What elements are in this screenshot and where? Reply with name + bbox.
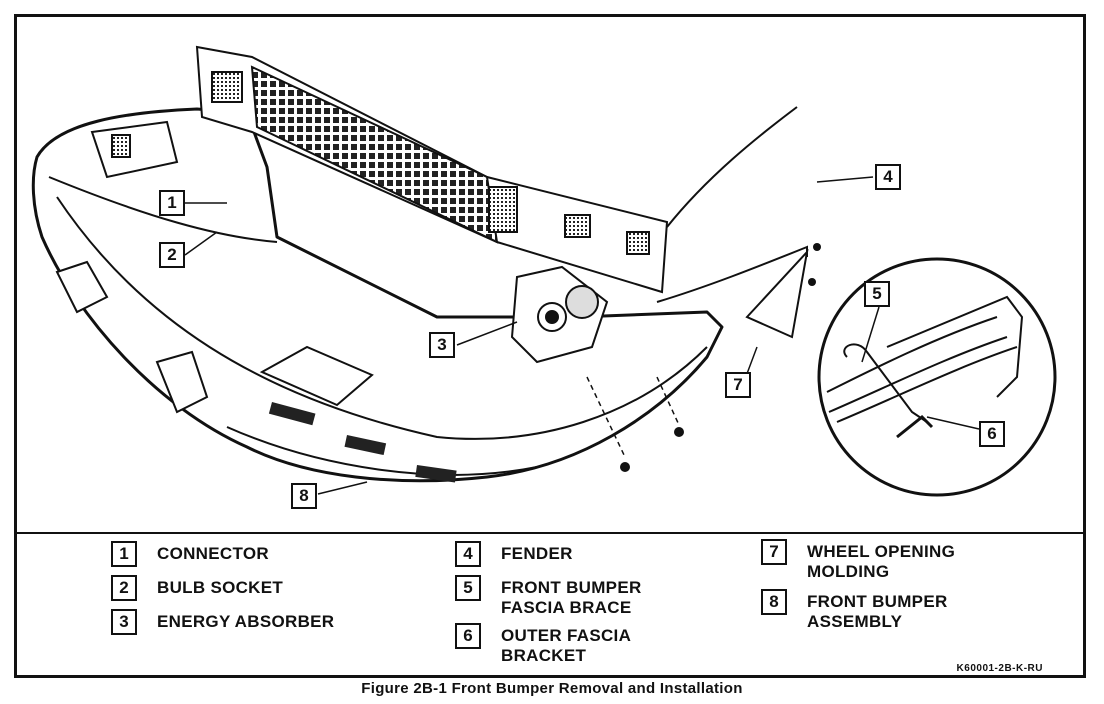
callout-5: 5: [864, 281, 890, 307]
legend-item-front-bumper-fascia-brace: 5 FRONT BUMPER FASCIA BRACE: [455, 575, 642, 618]
legend-item-wheel-opening-molding: 7 WHEEL OPENING MOLDING: [761, 539, 955, 582]
leader-lines: [184, 176, 980, 495]
callout-8: 8: [291, 483, 317, 509]
legend-label: FRONT BUMPER ASSEMBLY: [807, 592, 948, 631]
callout-7: 7: [725, 372, 751, 398]
callout-6: 6: [979, 421, 1005, 447]
legend-item-energy-absorber: 3 ENERGY ABSORBER: [111, 609, 334, 635]
hood-edge: [656, 245, 808, 303]
legend-num: 4: [455, 541, 481, 567]
left-lamp-housing: [90, 120, 179, 179]
legend-num: 6: [455, 623, 481, 649]
legend-item-front-bumper-assembly: 8 FRONT BUMPER ASSEMBLY: [761, 589, 948, 632]
legend-label: OUTER FASCIA BRACKET: [501, 626, 632, 665]
bumper-illustration: [31, 45, 1057, 497]
bumper-guard: [55, 260, 209, 414]
fascia-lower-lip: [226, 426, 538, 476]
figure-caption: Figure 2B-1 Front Bumper Removal and Ins…: [361, 680, 743, 697]
legend-divider: [17, 532, 1083, 534]
license-plate-pad: [259, 345, 374, 407]
legend-item-connector: 1 CONNECTOR: [111, 541, 269, 567]
header-panel: [195, 45, 669, 294]
legend-label: FENDER: [501, 544, 573, 563]
legend-label: WHEEL OPENING MOLDING: [807, 542, 956, 581]
callout-4: 4: [875, 164, 901, 190]
legend-num: 1: [111, 541, 137, 567]
callout-1: 1: [159, 190, 185, 216]
callout-2: 2: [159, 242, 185, 268]
figure-frame: 1 2 3 4 5 6 7 8 1 CONNECTOR 2 BULB SOCKE…: [14, 14, 1086, 678]
legend-label: ENERGY ABSORBER: [157, 612, 335, 631]
detail-view: [817, 257, 1057, 497]
legend-num: 7: [761, 539, 787, 565]
fender: [666, 106, 798, 228]
legend-item-fender: 4 FENDER: [455, 541, 573, 567]
part-number: K60001-2B-K-RU: [956, 663, 1043, 674]
legend-item-bulb-socket: 2 BULB SOCKET: [111, 575, 283, 601]
legend-num: 8: [761, 589, 787, 615]
legend-num: 3: [111, 609, 137, 635]
legend-label: FRONT BUMPER FASCIA BRACE: [501, 578, 642, 617]
legend-label: BULB SOCKET: [157, 578, 284, 597]
energy-absorber: [510, 265, 609, 364]
wheel-opening-molding: [745, 248, 809, 339]
legend-label: CONNECTOR: [157, 544, 269, 563]
legend-item-outer-fascia-bracket: 6 OUTER FASCIA BRACKET: [455, 623, 631, 666]
callout-3: 3: [429, 332, 455, 358]
legend-num: 5: [455, 575, 481, 601]
legend-num: 2: [111, 575, 137, 601]
lower-air-intake: [268, 402, 457, 483]
